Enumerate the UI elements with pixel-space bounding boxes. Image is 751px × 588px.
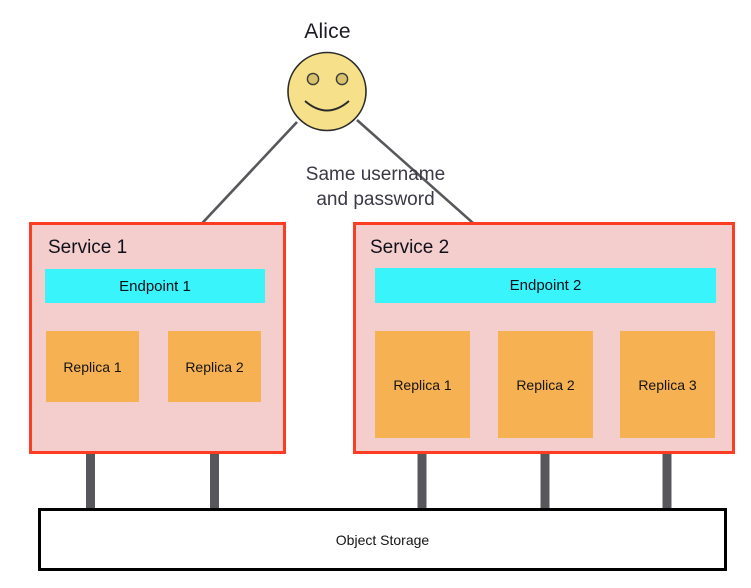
object-storage-box[interactable]: Object Storage — [38, 508, 727, 571]
service-2-title: Service 2 — [370, 237, 450, 258]
service-1-replica-1-box[interactable]: Replica 1 — [46, 331, 139, 402]
edge-annotation-line-1: Same username — [305, 164, 446, 185]
endpoint-1-box[interactable]: Endpoint 1 — [45, 269, 265, 303]
smiley-face-icon — [287, 51, 367, 132]
service-1-replica-2-box[interactable]: Replica 2 — [168, 331, 261, 402]
edge-annotation: Same username and password — [243, 162, 508, 212]
service-2-replica-1-box[interactable]: Replica 1 — [375, 331, 470, 438]
edge-annotation-line-2: and password — [316, 189, 435, 210]
service-1-title: Service 1 — [48, 237, 128, 258]
service-2-replica-3-box[interactable]: Replica 3 — [620, 331, 715, 438]
service-2-replica-2-box[interactable]: Replica 2 — [498, 331, 593, 438]
actor-label-alice: Alice — [304, 20, 351, 43]
endpoint-2-box[interactable]: Endpoint 2 — [375, 268, 716, 303]
